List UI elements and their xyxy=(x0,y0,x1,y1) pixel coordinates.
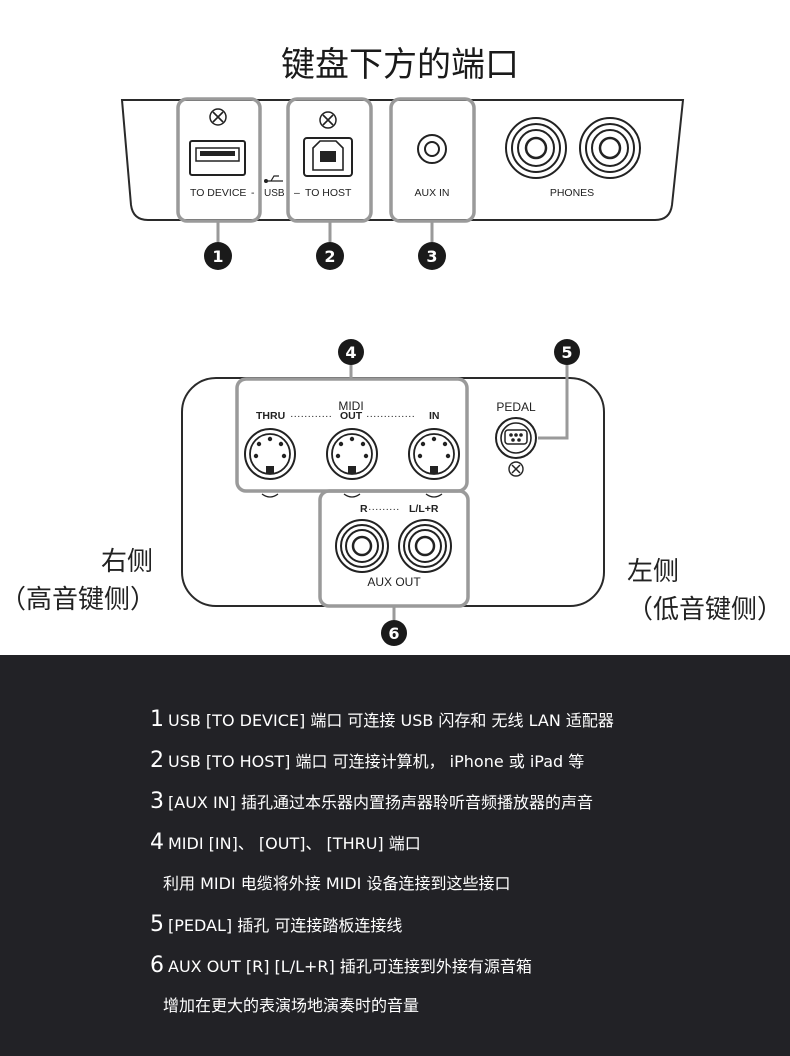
description-item-5: 5[PEDAL] 插孔 可连接踏板连接线 xyxy=(150,912,402,937)
top-panel-outline xyxy=(120,99,685,221)
callout-5: 5 xyxy=(554,339,580,365)
item-number: 6 xyxy=(150,953,164,978)
top-panel: TO DEVICE - USB – TO HOST AUX IN xyxy=(120,97,685,270)
phones-label: PHONES xyxy=(550,187,594,199)
item-text: MIDI [IN]、 [OUT]、 [THRU] 端口 xyxy=(168,834,421,853)
bottom-panel: MIDI THRU ············ OUT ·············… xyxy=(181,339,605,646)
midi-label: MIDI xyxy=(338,399,363,413)
callout-3: 3 xyxy=(418,242,446,270)
item-text: USB [TO DEVICE] 端口 可连接 USB 闪存和 无线 LAN 适配… xyxy=(168,711,614,730)
left-side-label: 左侧 xyxy=(627,557,679,587)
aux-out-r-jack-icon xyxy=(335,519,389,573)
usb-symbol-icon xyxy=(264,175,283,183)
dotted-leader: ············ xyxy=(290,410,332,422)
in-label: IN xyxy=(429,410,440,422)
callout-4: 4 xyxy=(338,339,364,365)
item-text: AUX OUT [R] [L/L+R] 插孔可连接到外接有源音箱 xyxy=(168,957,532,976)
dotted-leader: ·············· xyxy=(366,410,415,422)
callout-6: 6 xyxy=(381,620,407,646)
aux-out-label: AUX OUT xyxy=(367,575,421,589)
svg-text:5: 5 xyxy=(561,343,572,362)
aux-in-label: AUX IN xyxy=(414,187,449,199)
left-side-sublabel: （低音键侧） xyxy=(627,595,783,625)
item-text: [AUX IN] 插孔通过本乐器内置扬声器聆听音频播放器的声音 xyxy=(168,793,593,812)
item-text: USB [TO HOST] 端口 可连接计算机， iPhone 或 iPad 等 xyxy=(168,752,585,771)
out-label: OUT xyxy=(340,410,363,422)
dotted-leader: ········· xyxy=(368,503,399,515)
usb-label: USB xyxy=(264,188,285,199)
usb-b-port-icon xyxy=(303,137,353,177)
phones-jack-icon xyxy=(579,117,641,179)
callout-2: 2 xyxy=(316,242,344,270)
aux-in-jack-icon xyxy=(417,134,447,164)
highlight-aux-in xyxy=(389,97,476,223)
right-side-label: 右侧 xyxy=(101,547,153,577)
page-title: 键盘下方的端口 xyxy=(281,45,519,85)
dash-mark: - xyxy=(251,187,255,199)
item-text: [PEDAL] 插孔 可连接踏板连接线 xyxy=(168,916,403,935)
item-number: 3 xyxy=(150,789,164,814)
description-item-4-sub: 利用 MIDI 电缆将外接 MIDI 设备连接到这些接口 xyxy=(163,874,511,893)
item-number: 5 xyxy=(150,912,164,937)
pedal-port-icon xyxy=(495,417,537,459)
to-host-label: TO HOST xyxy=(305,187,352,199)
screw-icon xyxy=(425,493,443,498)
screw-icon xyxy=(343,493,361,498)
svg-text:6: 6 xyxy=(388,624,399,643)
to-device-label: TO DEVICE xyxy=(190,187,246,199)
callout-1: 1 xyxy=(204,242,232,270)
item-number: 1 xyxy=(150,707,164,732)
pedal-label: PEDAL xyxy=(496,400,536,414)
svg-text:1: 1 xyxy=(212,247,223,266)
phones-jack-icon xyxy=(505,117,567,179)
aux-out-l-jack-icon xyxy=(398,519,452,573)
aux-llr-label: L/L+R xyxy=(409,503,439,515)
item-number: 2 xyxy=(150,748,164,773)
svg-text:4: 4 xyxy=(345,343,356,362)
item-number: 4 xyxy=(150,830,164,855)
dash-mark: – xyxy=(294,187,300,199)
svg-text:3: 3 xyxy=(426,247,437,266)
ports-diagram: 键盘下方的端口 TO DEVICE - USB xyxy=(0,45,783,646)
midi-thru-port-icon xyxy=(244,428,296,480)
right-side-sublabel: （高音键侧） xyxy=(0,585,156,615)
thru-label: THRU xyxy=(256,410,285,422)
midi-out-port-icon xyxy=(326,428,378,480)
description-item-6-sub: 增加在更大的表演场地演奏时的音量 xyxy=(163,996,420,1015)
screw-icon xyxy=(261,493,279,498)
midi-in-port-icon xyxy=(408,428,460,480)
screw-icon xyxy=(508,461,524,477)
usb-a-port-icon xyxy=(189,140,246,176)
description-item-3: 3[AUX IN] 插孔通过本乐器内置扬声器聆听音频播放器的声音 xyxy=(150,789,593,814)
aux-r-label: R xyxy=(360,503,368,515)
svg-text:2: 2 xyxy=(324,247,335,266)
screw-icon xyxy=(319,111,337,129)
screw-icon xyxy=(209,108,227,126)
